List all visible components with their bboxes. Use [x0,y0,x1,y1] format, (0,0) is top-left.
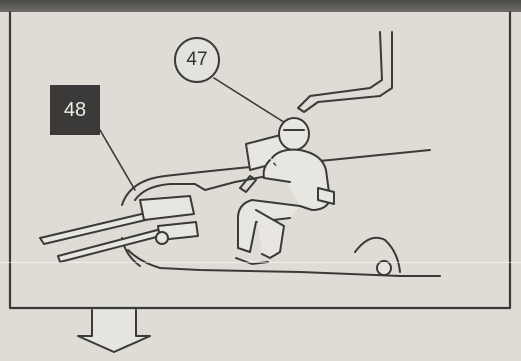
paper-fold [0,262,521,263]
canopy-frame [298,32,392,112]
pilot-figure [236,118,334,264]
control-stick [240,176,256,192]
down-arrow-icon [78,310,150,352]
part-callout-48: 48 [50,85,100,135]
rear-fitting [377,261,391,275]
part-callout-47: 47 [174,37,220,83]
cockpit-floor [128,250,440,276]
part-number-47: 47 [186,49,207,71]
callout-47-leader [214,78,290,126]
part-number-48: 48 [64,99,86,122]
callout-48-leader [100,130,135,190]
gun-breech-upper [140,196,194,220]
